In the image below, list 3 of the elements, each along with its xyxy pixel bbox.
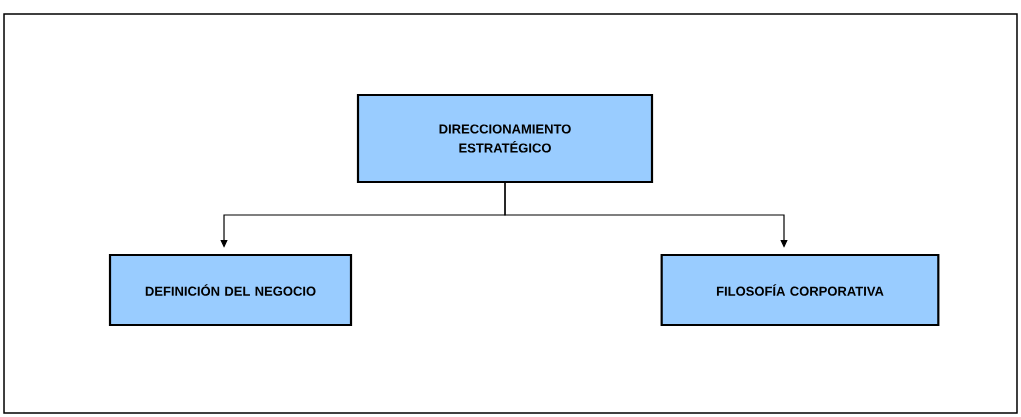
process-box: FILOSOFÍA CORPORATIVA [660,253,940,327]
process-box: DIRECCIONAMIENTO ESTRATÉGICO [356,93,654,184]
process-box: DEFINICIÓN DEL NEGOCIO [108,253,353,327]
